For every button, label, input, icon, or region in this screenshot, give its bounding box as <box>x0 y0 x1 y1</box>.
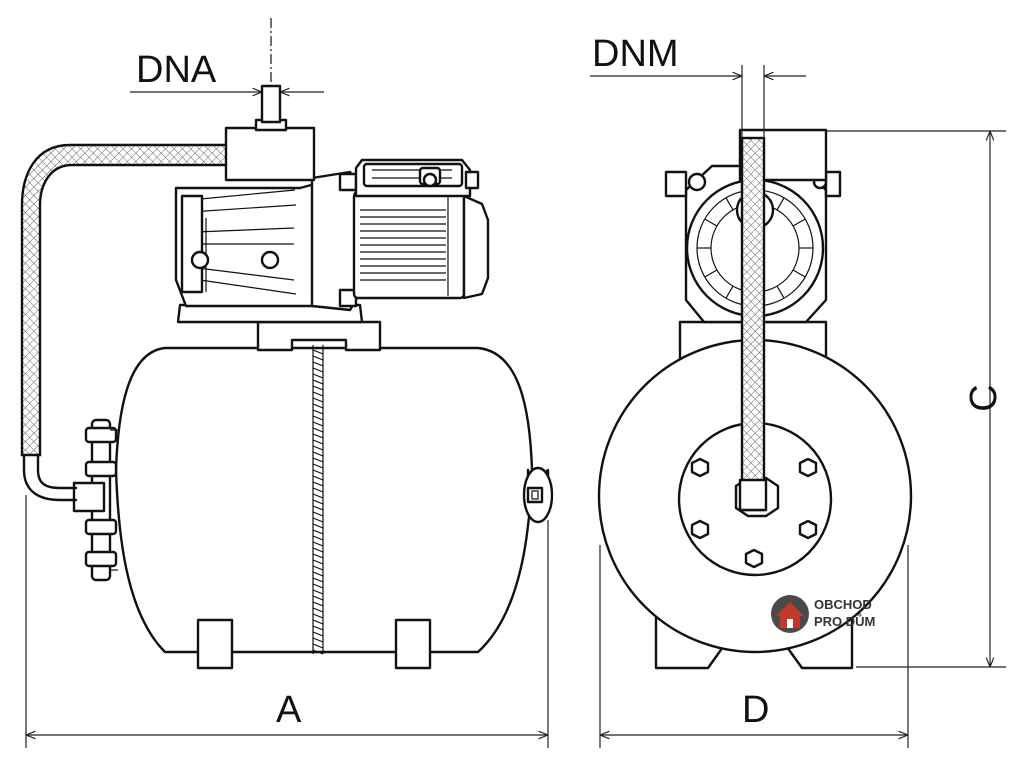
dnm-label: DNM <box>592 33 679 75</box>
pump-drain-plug-left <box>190 250 210 270</box>
cable-gland <box>422 172 438 188</box>
watermark-line2: PRO DŮM <box>814 613 875 629</box>
braided-hose <box>20 143 230 457</box>
a-dimension: A <box>25 495 549 748</box>
terminal-box <box>354 158 480 198</box>
outlet-fitting-block <box>224 126 316 182</box>
c-dimension: C <box>826 130 1006 668</box>
watermark-line1: OBCHOD <box>814 597 872 612</box>
side-view: DNA A <box>20 18 554 748</box>
hose-fitting-bottom <box>22 453 78 502</box>
pump-drain-plug-right <box>260 250 280 270</box>
tank-foot-right <box>394 618 432 670</box>
c-label: C <box>963 384 1005 411</box>
tank-foot-left <box>196 618 234 670</box>
dna-dimension: DNA <box>130 49 324 92</box>
motor <box>352 190 490 300</box>
front-view: DNM C D OBCHOD PRO DŮM <box>590 33 1006 748</box>
pump-bracket <box>256 320 382 352</box>
d-dimension: D <box>599 545 909 748</box>
tank-weld-seam <box>312 345 324 655</box>
watermark-logo: OBCHOD PRO DŮM <box>771 595 875 633</box>
tank-body-side <box>114 346 534 654</box>
dnm-dimension: DNM <box>590 33 806 140</box>
a-label: A <box>276 689 302 731</box>
outlet-pipe <box>260 84 282 124</box>
tank-flange-left <box>72 418 118 582</box>
pump-front <box>664 164 842 324</box>
d-label: D <box>742 689 769 731</box>
dna-label: DNA <box>136 49 217 91</box>
front-braided-hose <box>740 136 766 512</box>
